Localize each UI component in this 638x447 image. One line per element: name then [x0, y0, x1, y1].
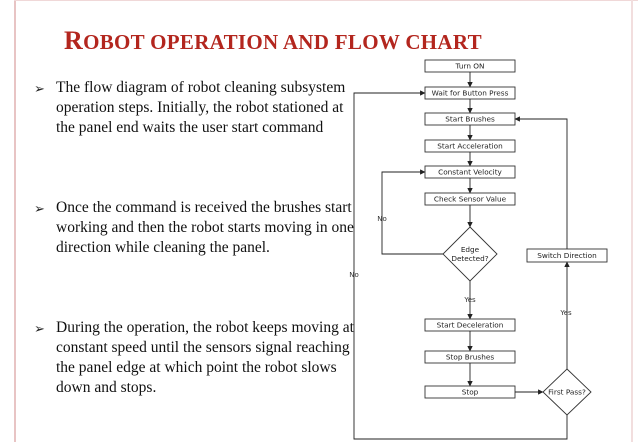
bullet-item: ➢ The flow diagram of robot cleaning sub…: [34, 78, 356, 138]
bullet-item: ➢ Once the command is received the brush…: [34, 198, 376, 258]
bullet-item: ➢ During the operation, the robot keeps …: [34, 318, 356, 398]
flowchart: Turn ON Wait for Button Press Start Brus…: [338, 56, 608, 442]
title-rest: OBOT OPERATION AND FLOW CHART: [83, 30, 482, 54]
edge-text-line1: Edge: [461, 245, 480, 254]
start-accel-text: Start Acceleration: [437, 142, 503, 151]
label-yes-edge: Yes: [463, 296, 476, 304]
stop-brushes-text: Stop Brushes: [446, 353, 494, 362]
slide-left-border: [14, 0, 16, 442]
label-no-firstpass: No: [349, 271, 359, 279]
first-pass-text: First Pass?: [548, 388, 586, 397]
turn-on-text: Turn ON: [455, 62, 485, 71]
edge-text-line2: Detected?: [451, 254, 488, 263]
stop-text: Stop: [462, 388, 479, 397]
bullet-text: During the operation, the robot keeps mo…: [56, 319, 354, 396]
bullet-text: Once the command is received the brushes…: [56, 199, 354, 256]
arrow-firstpass-no-loop: [353, 90, 568, 440]
slide-title: ROBOT OPERATION AND FLOW CHART: [64, 26, 482, 56]
label-no-edge: No: [377, 215, 387, 223]
start-brushes-text: Start Brushes: [445, 115, 495, 124]
bullet-arrow-icon: ➢: [34, 202, 45, 217]
arrow-edge-no-loop: [381, 169, 443, 255]
arrow-switch-loop: [514, 116, 568, 249]
check-sensor-text: Check Sensor Value: [434, 195, 507, 204]
label-yes-firstpass: Yes: [559, 309, 572, 317]
bullet-text: The flow diagram of robot cleaning subsy…: [56, 79, 346, 136]
bullet-arrow-icon: ➢: [34, 82, 45, 97]
switch-direction-text: Switch Direction: [537, 251, 596, 260]
start-decel-text: Start Deceleration: [437, 321, 504, 330]
wait-text: Wait for Button Press: [432, 89, 509, 98]
const-velocity-text: Constant Velocity: [438, 168, 502, 177]
bullet-arrow-icon: ➢: [34, 322, 45, 337]
title-initial: R: [64, 26, 84, 55]
flowchart-svg: Turn ON Wait for Button Press Start Brus…: [349, 59, 608, 440]
slide-top-border: [14, 0, 638, 1]
slide-right-border: [631, 0, 633, 442]
